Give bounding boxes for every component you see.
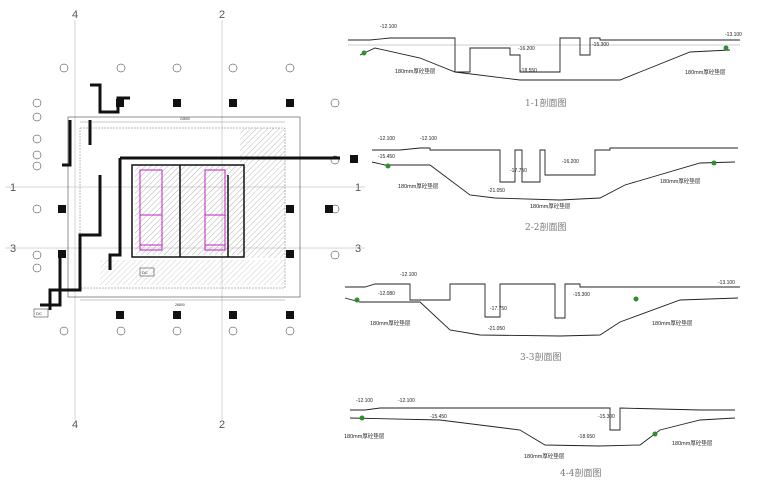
section-2-2-profile — [372, 147, 738, 183]
s11-soil-mark-2 — [723, 45, 729, 51]
axis-label-bottom-right: 2 — [219, 419, 225, 431]
s44-elev-3: -15.450 — [430, 414, 447, 420]
section-4-4-profile — [350, 407, 735, 431]
grid-bubbles-right — [330, 98, 340, 260]
s22-elev-6: -21.050 — [488, 188, 505, 194]
section-1-1-profile — [348, 37, 740, 73]
s11-elev-3: -16.200 — [518, 46, 535, 52]
section-3-3-profile — [345, 283, 740, 319]
s11-elev-1: -12.100 — [380, 24, 397, 30]
s11-elev-2: -13.100 — [725, 32, 742, 38]
s22-note-3: 180mm厚砼垫层 — [660, 177, 701, 185]
s22-note-1: 180mm厚砼垫层 — [398, 182, 439, 190]
dim-top: 24600 — [180, 117, 190, 121]
pit-outline — [67, 116, 301, 298]
section-3-3-bottom — [344, 297, 739, 337]
s33-soil-mark-1 — [354, 297, 360, 303]
s22-soil-mark-1 — [385, 163, 391, 169]
axis-label-left-lower: 3 — [10, 243, 16, 255]
axis-label-top-left: 4 — [72, 9, 78, 21]
s22-note-2: 180mm厚砼垫层 — [530, 202, 571, 210]
s44-elev-5: -18.650 — [578, 434, 595, 440]
pit-room-walls — [131, 164, 245, 258]
s11-note-2: 180mm厚砼垫层 — [685, 68, 726, 76]
axis-label-left-upper: 1 — [10, 182, 16, 194]
s33-elev-3: -13.100 — [718, 280, 735, 286]
s44-note-2: 180mm厚砼垫层 — [524, 452, 565, 460]
slope-hatch-right — [240, 128, 285, 258]
s22-elev-5: -16.200 — [562, 159, 579, 165]
axis-label-right-upper: 1 — [355, 182, 361, 194]
section-1-1-bottom — [359, 47, 731, 81]
s11-elev-4: -15.300 — [592, 42, 609, 48]
grid-bubbles-left — [32, 98, 42, 273]
s44-note-1: 180mm厚砼垫层 — [344, 432, 385, 440]
dim-bottom: 26800 — [175, 303, 185, 307]
dc-box-2 — [33, 308, 49, 318]
s33-soil-mark-2 — [633, 296, 639, 302]
s44-elev-2: -12.100 — [398, 398, 415, 404]
section-2-2-bottom — [371, 161, 736, 201]
section-2-2: -12.100 -12.100 -15.450 -17.750 -16.200 … — [371, 136, 738, 233]
grid-bubbles-bottom — [59, 326, 295, 336]
section-4-4-title: 4-4剖面图 — [560, 467, 602, 479]
s44-note-3: 180mm厚砼垫层 — [672, 439, 713, 447]
columns — [58, 99, 358, 319]
s44-elev-1: -12.100 — [356, 398, 373, 404]
section-4-4: -12.100 -12.100 -15.450 -15.300 -18.650 … — [344, 398, 736, 479]
room-label-dc-1: DC — [142, 270, 148, 275]
s22-elev-2: -12.100 — [420, 136, 437, 142]
s22-elev-1: -12.100 — [378, 136, 395, 142]
section-2-2-title: 2-2剖面图 — [525, 221, 567, 233]
axis-label-bottom-left: 4 — [72, 419, 78, 431]
section-4-4-bottom — [349, 417, 736, 447]
pit-rooms — [139, 169, 226, 251]
axis-label-right-lower: 3 — [355, 243, 361, 255]
walls — [40, 83, 340, 310]
section-1-1: -12.100 -13.100 -16.200 -15.300 -18.550 … — [348, 24, 742, 109]
section-3-3: -12.100 -12.080 -13.100 -17.750 -15.300 … — [344, 272, 740, 363]
s44-elev-4: -15.300 — [598, 414, 615, 420]
s44-soil-mark-2 — [652, 431, 658, 437]
dc-box-1 — [139, 267, 155, 277]
slope-hatch-bottom — [100, 260, 285, 285]
room-label-dc-2: DC — [36, 311, 42, 316]
section-3-3-title: 3-3剖面图 — [520, 351, 562, 363]
axis-label-top-right: 2 — [219, 9, 225, 21]
s33-note-1: 180mm厚砼垫层 — [370, 319, 411, 327]
s33-elev-4: -17.750 — [490, 306, 507, 312]
s11-elev-5: -18.550 — [520, 68, 537, 74]
section-1-1-title: 1-1剖面图 — [525, 97, 567, 109]
plan-view: 4 2 4 2 1 3 1 3 — [5, 9, 365, 431]
s33-elev-1: -12.100 — [400, 272, 417, 278]
s11-note-1: 180mm厚砼垫层 — [395, 67, 436, 75]
pit-hatch — [135, 165, 245, 255]
grid-bubbles-top — [59, 63, 295, 73]
s33-elev-6: -21.050 — [488, 326, 505, 332]
s22-elev-4: -17.750 — [510, 168, 527, 174]
s33-note-2: 180mm厚砼垫层 — [652, 319, 693, 327]
s22-elev-3: -15.450 — [378, 154, 395, 160]
s33-elev-2: -12.080 — [378, 291, 395, 297]
s11-soil-mark-1 — [361, 50, 367, 56]
s22-soil-mark-2 — [711, 160, 717, 166]
s33-elev-5: -15.300 — [573, 292, 590, 298]
s44-soil-mark-1 — [359, 415, 365, 421]
